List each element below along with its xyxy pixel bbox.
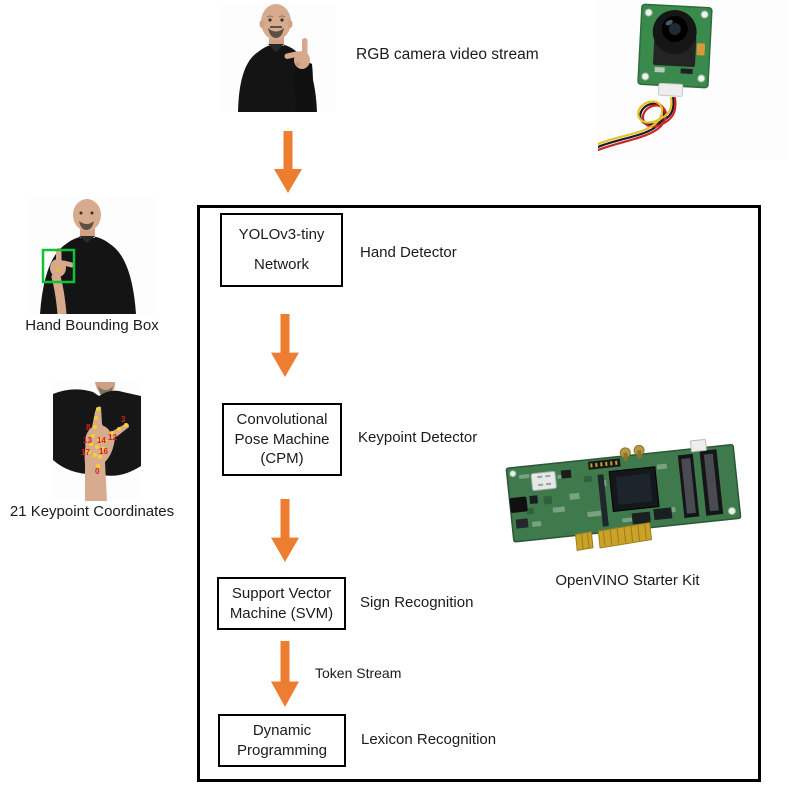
- keypoint-dots: [87, 407, 128, 468]
- svg-text:14: 14: [97, 436, 106, 445]
- yolo-line-1: YOLOv3-tiny: [238, 226, 325, 244]
- svg-text:12: 12: [108, 433, 117, 442]
- openvino-caption: OpenVINO Starter Kit: [555, 572, 700, 589]
- hand-gesture: [284, 38, 310, 69]
- svg-text:16: 16: [99, 447, 108, 456]
- svg-text:8: 8: [86, 423, 91, 432]
- svg-text:17: 17: [81, 448, 90, 457]
- bbox-caption: Hand Bounding Box: [25, 317, 159, 334]
- svg-text:3: 3: [121, 415, 126, 424]
- svg-text:0: 0: [95, 467, 100, 476]
- svm-line-2: Machine (SVM): [229, 604, 334, 622]
- bounding-box: [41, 248, 76, 284]
- cpm-line-2: Pose Machine: [234, 430, 330, 448]
- svm-line-1: Support Vector: [231, 584, 332, 602]
- dynamic-programming-box: Dynamic Programming: [218, 714, 346, 767]
- yolo-line-2: Network: [253, 256, 309, 274]
- camera-wires: [598, 96, 677, 152]
- flow-arrow-stream-to-system: [274, 131, 302, 193]
- hand-detector-label: Hand Detector: [360, 244, 457, 261]
- keypoints-photo: 8 3 13 14 12 17 16 0: [53, 382, 141, 501]
- hand-bbox-photo: [28, 198, 158, 314]
- dp-line-2: Programming: [236, 741, 328, 759]
- svm-box: Support Vector Machine (SVM): [217, 577, 346, 630]
- cpm-line-1: Convolutional: [236, 410, 328, 428]
- flow-arrow-cpm-to-svm: [271, 499, 299, 562]
- lexicon-recognition-label: Lexicon Recognition: [361, 731, 497, 748]
- keypoint-numbers: 8 3 13 14 12 17 16 0: [81, 415, 126, 476]
- openvino-board-photo: [500, 428, 752, 568]
- flow-arrow-yolo-to-cpm: [271, 314, 299, 377]
- dp-line-1: Dynamic: [252, 721, 312, 739]
- flow-arrow-svm-to-dp: [271, 641, 299, 707]
- hand-gesture: [50, 248, 75, 314]
- rgb-camera-photo: [598, 0, 788, 160]
- keypoints-caption: 21 Keypoint Coordinates: [9, 503, 175, 520]
- cpm-box: Convolutional Pose Machine (CPM): [222, 403, 342, 476]
- sign-recognition-label: Sign Recognition: [360, 594, 474, 611]
- signer-photo: [218, 2, 336, 112]
- keypoint-detector-label: Keypoint Detector: [358, 429, 478, 446]
- svg-text:13: 13: [83, 436, 92, 445]
- video-stream-label: RGB camera video stream: [356, 46, 539, 63]
- fpga-system-boundary: [197, 205, 761, 782]
- yolo-network-box: YOLOv3-tiny Network: [220, 213, 343, 287]
- cpm-line-3: (CPM): [260, 450, 304, 468]
- token-stream-label: Token Stream: [315, 665, 402, 681]
